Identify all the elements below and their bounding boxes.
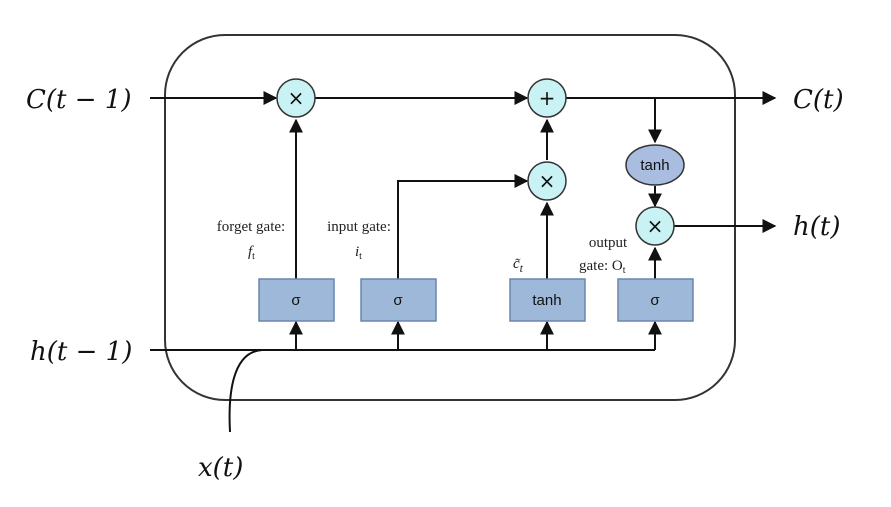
add-node: + [527, 78, 567, 118]
tanh-node-label: tanh [640, 157, 669, 174]
tanh-node: tanh [625, 144, 685, 186]
add-symbol: + [539, 86, 556, 110]
input-gate-label: input gate: [327, 219, 391, 235]
multiply-symbol: × [539, 169, 556, 193]
cell-output-label: C(t) [793, 85, 844, 115]
forget-gate-box: σ [258, 278, 335, 322]
x-input-curve [228, 349, 263, 433]
hidden-input-label: h(t − 1) [30, 337, 132, 367]
lstm-cell-boundary [164, 34, 736, 401]
forget-gate-activation: σ [291, 292, 301, 309]
output-gate-box: σ [617, 278, 694, 322]
input-multiply-node: × [527, 161, 567, 201]
candidate-activation: tanh [532, 292, 561, 309]
output-gate-label-2: gate: Ot [579, 258, 626, 276]
forget-multiply-node: × [276, 78, 316, 118]
hidden-output-label: h(t) [793, 212, 840, 242]
candidate-box: tanh [509, 278, 586, 322]
multiply-symbol: × [288, 86, 305, 110]
candidate-symbol: c̃t [513, 256, 524, 275]
forget-gate-symbol: ft [248, 244, 255, 262]
cell-input-label: C(t − 1) [26, 85, 132, 115]
output-gate-activation: σ [650, 292, 660, 309]
forget-gate-label: forget gate: [217, 219, 285, 235]
input-gate-wire [397, 174, 529, 279]
input-gate-symbol: it [355, 244, 362, 262]
output-multiply-node: × [635, 206, 675, 246]
x-input-label: x(t) [198, 453, 243, 483]
multiply-symbol: × [647, 214, 664, 238]
input-gate-activation: σ [393, 292, 403, 309]
input-gate-box: σ [360, 278, 437, 322]
output-gate-label-1: output [589, 235, 628, 251]
